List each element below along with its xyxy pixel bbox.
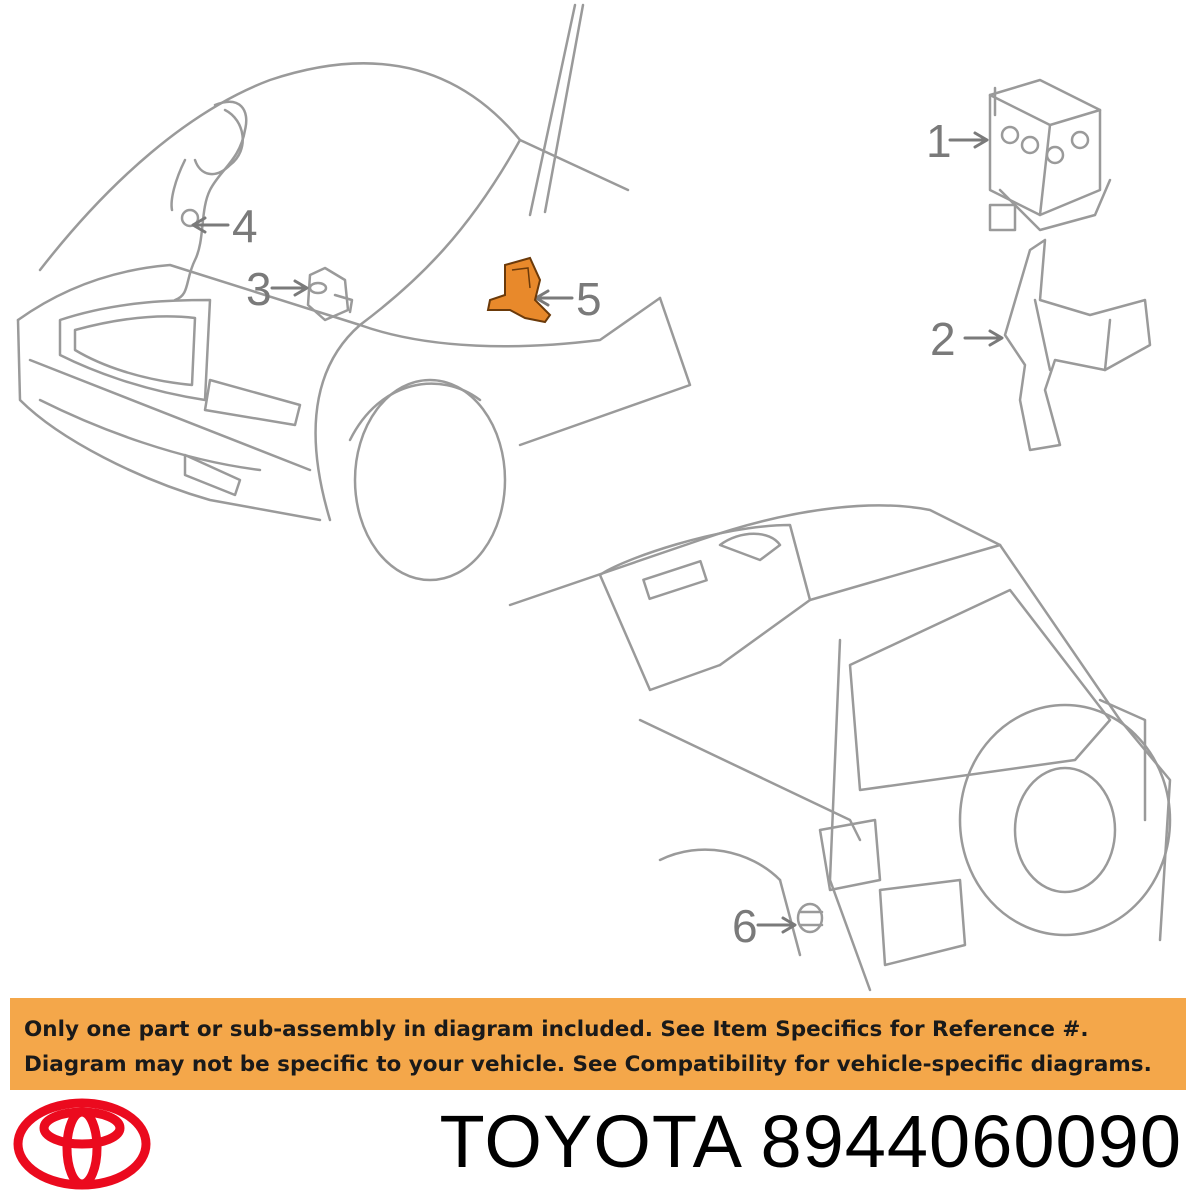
part-4-harness-drawing <box>170 100 248 302</box>
front-vehicle-illustration <box>16 3 692 582</box>
part-6-drawing <box>796 902 824 934</box>
disclaimer-banner: Only one part or sub-assembly in diagram… <box>10 998 1186 1090</box>
parts-diagram <box>16 3 1172 992</box>
callout-2: 2 <box>930 313 956 365</box>
part-number: 8944060090 <box>760 1100 1182 1183</box>
brand-name: TOYOTA <box>439 1100 739 1183</box>
callout-5: 5 <box>576 273 602 325</box>
part-3-drawing <box>306 266 354 322</box>
callout-1: 1 <box>926 115 952 167</box>
disclaimer-line-2: Diagram may not be specific to your vehi… <box>24 1052 1152 1077</box>
part-1-actuator-drawing <box>988 78 1112 232</box>
toyota-logo-icon <box>13 1098 151 1190</box>
rear-vehicle-illustration <box>508 504 1172 992</box>
disclaimer-line-1: Only one part or sub-assembly in diagram… <box>24 1017 1089 1042</box>
callout-arrows <box>191 131 1004 934</box>
part-2-bracket-drawing <box>1003 238 1152 452</box>
part-5-highlighted-drawing <box>486 256 552 324</box>
callout-3: 3 <box>246 263 272 315</box>
callout-6: 6 <box>732 900 758 952</box>
part-title: TOYOTA 8944060090 <box>440 1105 1182 1179</box>
callout-4: 4 <box>232 200 258 252</box>
